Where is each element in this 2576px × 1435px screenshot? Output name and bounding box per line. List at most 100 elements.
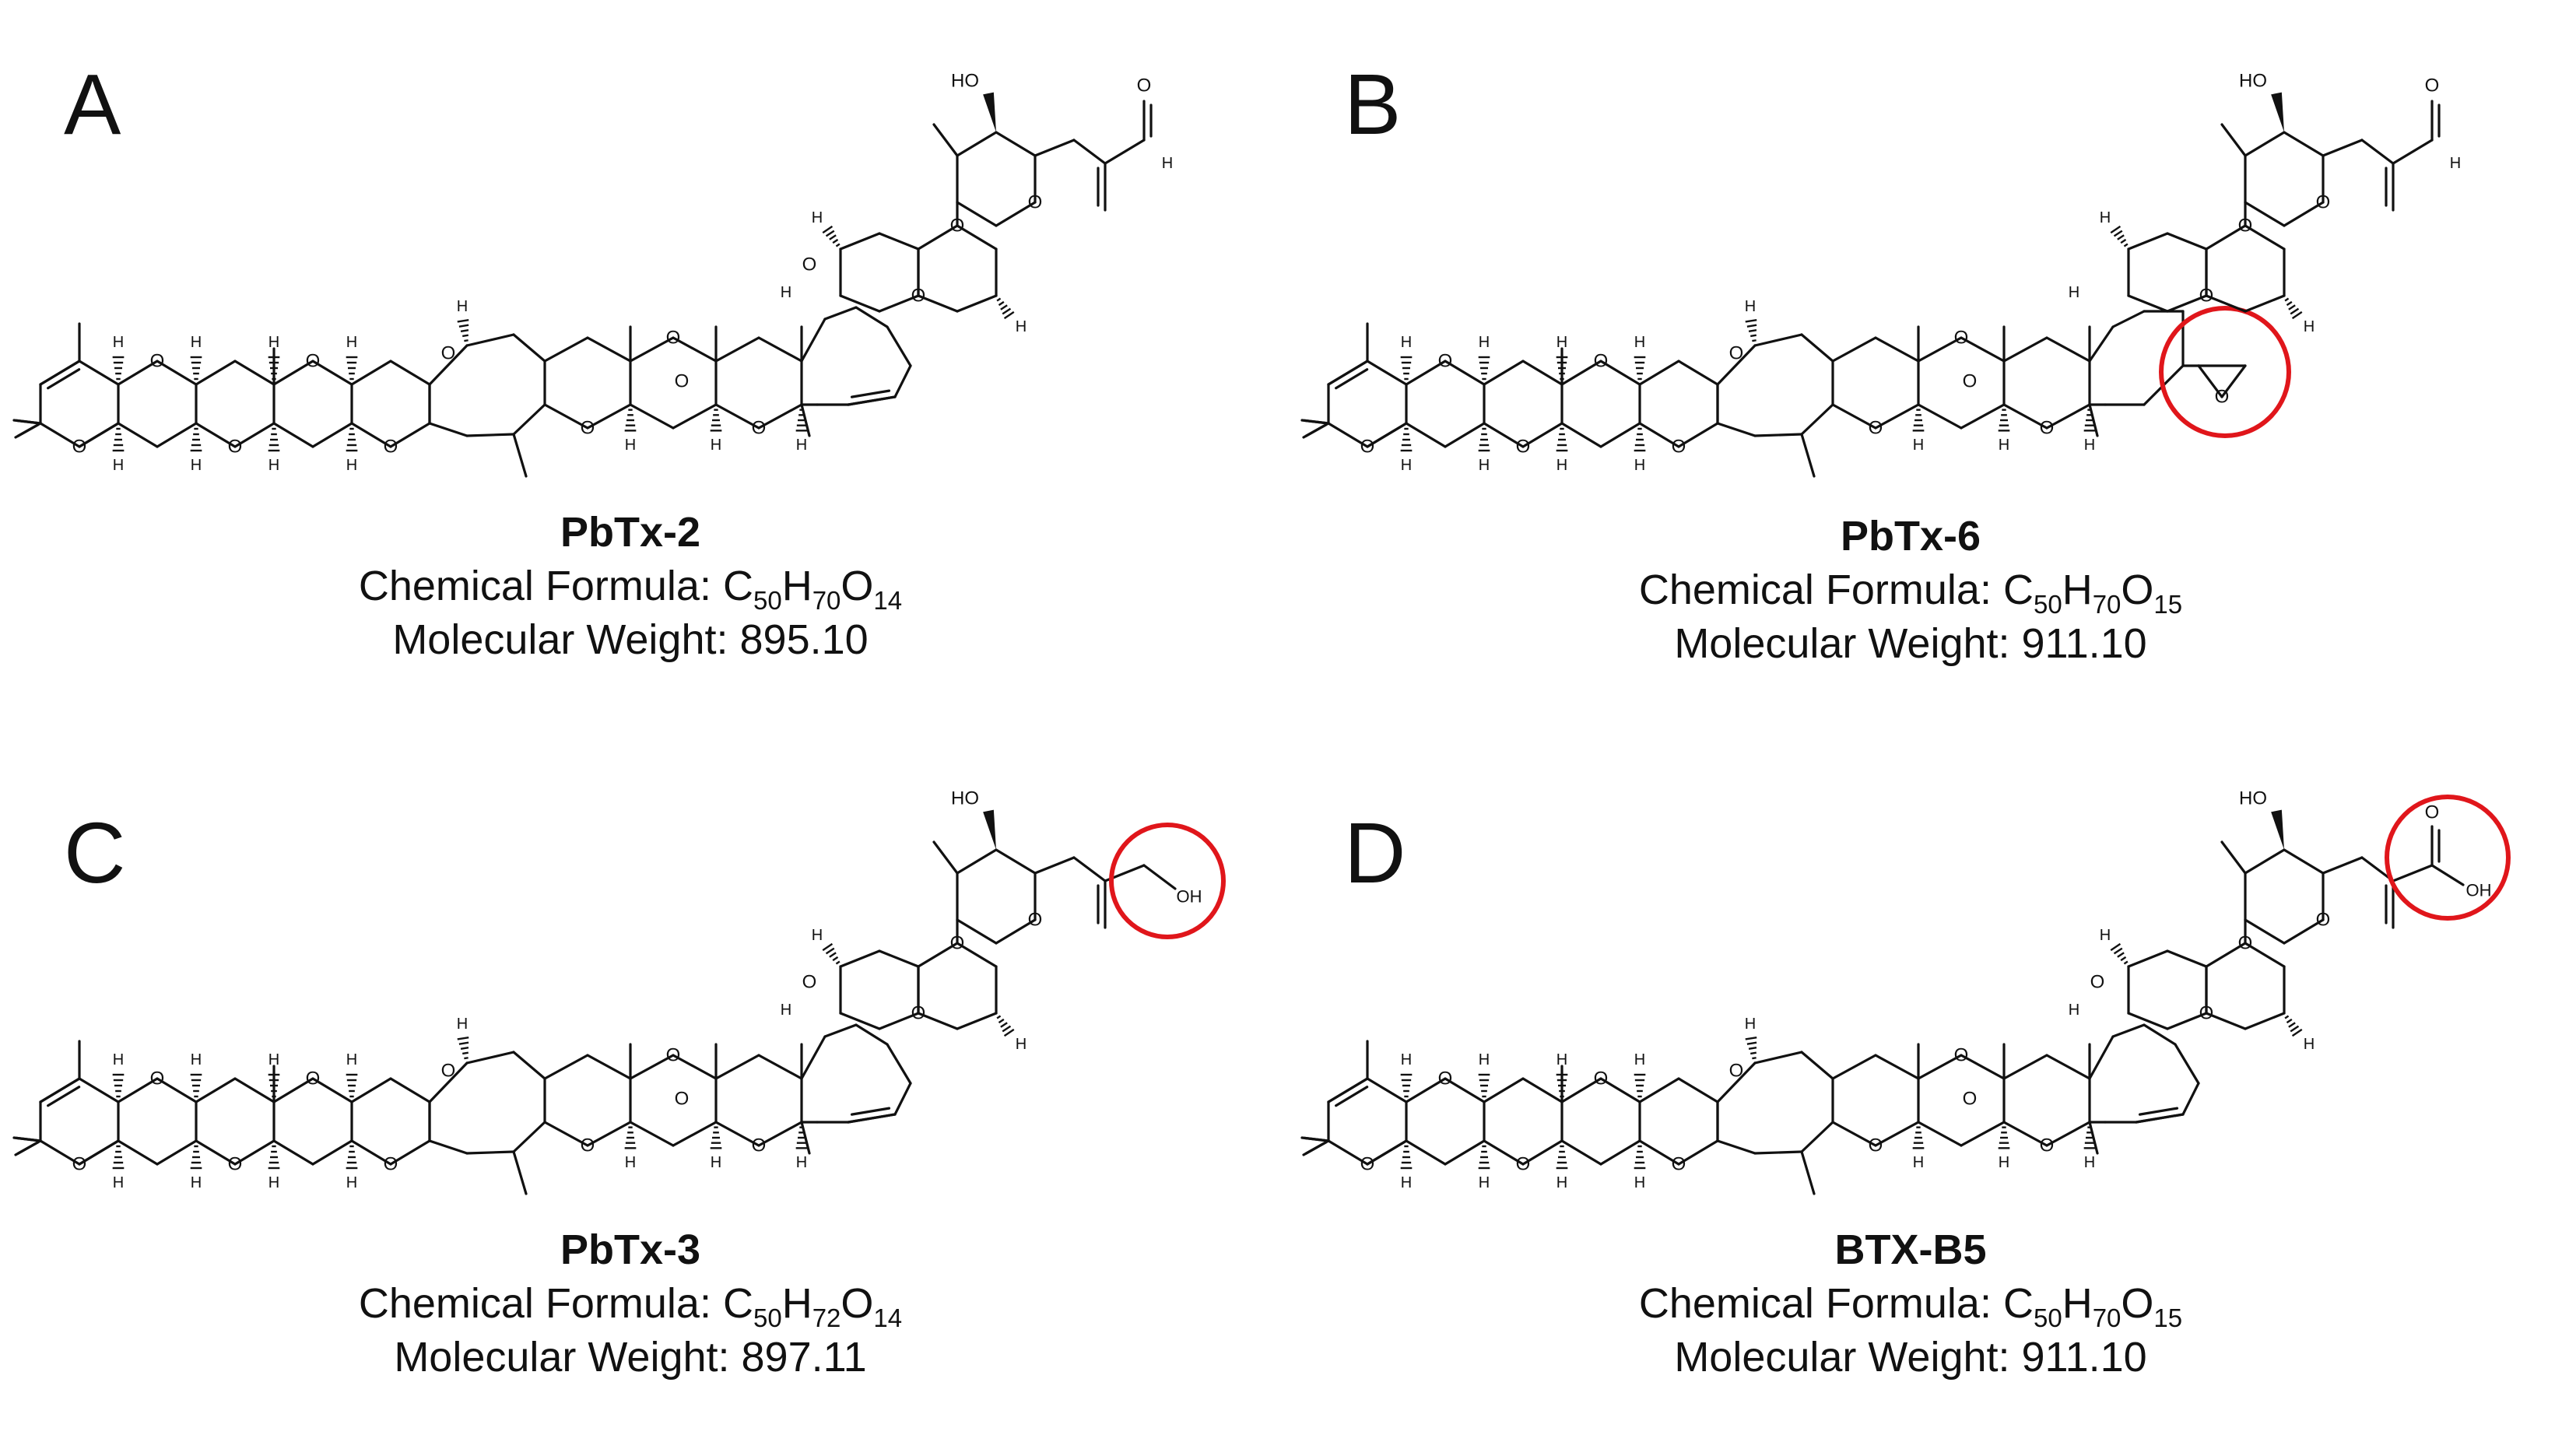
- panel-b: B OOHHOHHOHHOHHOHOHOHOHOOHOHOHOHOOH PbTx…: [1288, 0, 2576, 718]
- molecule-structure: OOHHOHHOHHOHHOHOHOHOHOOHOHOHOHOOH: [1300, 71, 2461, 478]
- bond: [512, 1121, 546, 1153]
- compound-name: PbTx-3: [560, 1226, 701, 1273]
- hashed-bond: [2120, 956, 2127, 962]
- bond: [389, 422, 431, 448]
- hydrogen-atom: H: [1401, 457, 1412, 474]
- bond: [1960, 1054, 2006, 1080]
- bond: [512, 433, 528, 478]
- hashed-bond: [464, 339, 469, 342]
- bond: [1831, 1121, 1877, 1147]
- bond: [1560, 1077, 1602, 1103]
- bond: [272, 1139, 314, 1166]
- hashed-bond: [835, 960, 841, 965]
- panel-label: A: [64, 57, 121, 153]
- highlight-circle: [2159, 306, 2291, 438]
- hydrogen-atom: H: [1913, 437, 1924, 454]
- bond: [757, 403, 803, 430]
- bond: [2045, 1054, 2091, 1080]
- hashed-bond: [998, 300, 1005, 307]
- compound-caption: PbTx-3 Chemical Formula: C50H72O14 Molec…: [280, 1223, 981, 1384]
- hydrogen-atom: H: [1634, 1051, 1645, 1068]
- hydrogen-atom: H: [2069, 284, 2079, 301]
- hashed-bond: [460, 1047, 469, 1050]
- bond: [1521, 1139, 1563, 1166]
- bond: [2166, 294, 2208, 313]
- bond: [2244, 848, 2286, 875]
- bond: [1960, 403, 2006, 430]
- bond: [350, 422, 392, 448]
- hydrogen-atom: H: [113, 1174, 124, 1191]
- bond: [1800, 1051, 1834, 1080]
- bond: [1366, 360, 1408, 386]
- bond: [1638, 1077, 1680, 1103]
- bond: [311, 1139, 353, 1166]
- bond: [2166, 949, 2208, 968]
- bond: [1366, 1139, 1408, 1166]
- bond: [2127, 949, 2169, 968]
- bond: [512, 1051, 546, 1080]
- bond: [2088, 325, 2114, 363]
- hydrogen-atom: H: [1913, 1154, 1924, 1171]
- bond: [1638, 422, 1680, 448]
- bond: [195, 360, 237, 386]
- bond: [672, 1121, 718, 1147]
- hydrogen-atom: H: [2100, 209, 2111, 226]
- bond: [1638, 360, 1680, 386]
- bond: [117, 422, 159, 448]
- hashed-bond: [1000, 1022, 1008, 1028]
- bond: [543, 1121, 589, 1147]
- bond: [1800, 1121, 1834, 1153]
- hydrogen-atom: H: [796, 437, 807, 454]
- hashed-bond: [832, 238, 839, 244]
- bond: [1304, 1141, 1328, 1155]
- hydrogen-atom: H: [268, 1174, 279, 1191]
- hydroxyl-label: HO: [2239, 788, 2267, 809]
- bond: [850, 389, 891, 398]
- panel-label: D: [1344, 805, 1406, 901]
- hashed-bond: [822, 942, 834, 952]
- bond: [2197, 364, 2223, 398]
- oxygen-atom: O: [1594, 1068, 1609, 1089]
- bond: [2111, 310, 2146, 328]
- bond: [16, 423, 40, 437]
- hydrogen-atom: H: [2084, 1154, 2095, 1171]
- bond: [156, 360, 198, 386]
- bond: [2220, 364, 2247, 398]
- hydrogen-atom: H: [711, 437, 721, 454]
- bond: [195, 1139, 237, 1166]
- molecular-weight: Molecular Weight: 911.10: [1674, 1334, 2147, 1381]
- oxygen-atom: O: [675, 1089, 690, 1110]
- bond: [1716, 422, 1757, 437]
- bond: [629, 1054, 675, 1080]
- bond: [2244, 942, 2286, 968]
- bond: [1327, 1139, 1369, 1166]
- bond: [428, 422, 469, 437]
- hydrogen-atom: H: [268, 1051, 279, 1068]
- hashed-bond: [832, 956, 839, 962]
- bond: [1405, 422, 1447, 448]
- bond: [2220, 840, 2247, 875]
- bond: [2244, 294, 2286, 313]
- bond: [428, 1139, 469, 1155]
- hydrogen-atom: H: [2069, 1002, 2079, 1019]
- bond: [1521, 360, 1563, 386]
- hashed-bond: [1003, 311, 1015, 320]
- bond: [39, 1077, 81, 1103]
- panel-label: B: [1344, 57, 1402, 153]
- hashed-bond: [2290, 307, 2300, 315]
- bond: [2174, 1043, 2200, 1085]
- bond: [850, 1107, 891, 1116]
- bond: [1327, 1077, 1369, 1103]
- hydrogen-atom: H: [1016, 1036, 1027, 1053]
- bond: [1831, 336, 1877, 363]
- oxygen-atom: O: [1672, 1154, 1686, 1175]
- bond: [1677, 360, 1719, 386]
- bond: [389, 1139, 431, 1166]
- hydrogen-atom: H: [1401, 1051, 1412, 1068]
- bond: [1072, 139, 1107, 165]
- hydrogen-atom: H: [1634, 1174, 1645, 1191]
- oxygen-atom: O: [581, 1135, 595, 1156]
- hashed-bond: [1748, 1047, 1757, 1050]
- bond: [78, 1139, 120, 1166]
- molecular-weight: Molecular Weight: 897.11: [394, 1334, 867, 1381]
